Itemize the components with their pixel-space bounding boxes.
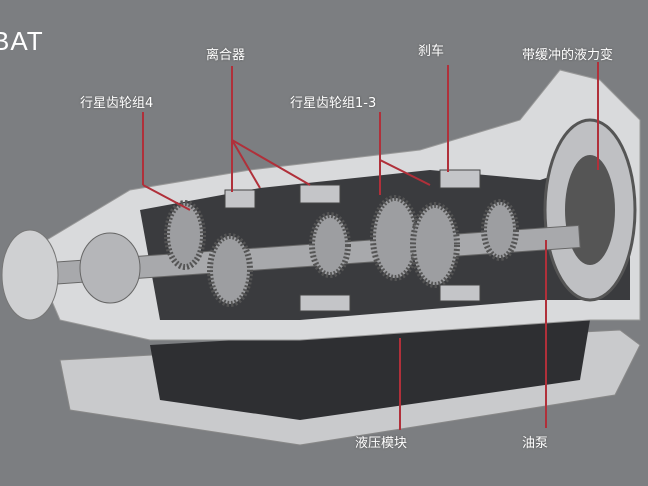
planetary-gears [164,195,519,307]
label-planetary-1-3: 行星齿轮组1-3 [290,96,377,111]
clutch-packs [224,169,481,312]
label-clutch: 离合器 [206,48,246,63]
label-hydraulic-module: 液压模块 [355,436,408,451]
hydraulic-module [150,320,590,420]
torque-converter-core [565,155,615,265]
label-planetary-4: 行星齿轮组4 [80,96,154,111]
transmission-title: BAT [0,26,44,56]
label-oil-pump: 油泵 [522,436,549,451]
output-flange [1,229,59,321]
label-brake: 刹车 [418,44,445,59]
leader-lines [142,62,599,430]
output-drum [79,232,141,304]
label-torque-converter: 带缓冲的液力变 [522,48,614,63]
